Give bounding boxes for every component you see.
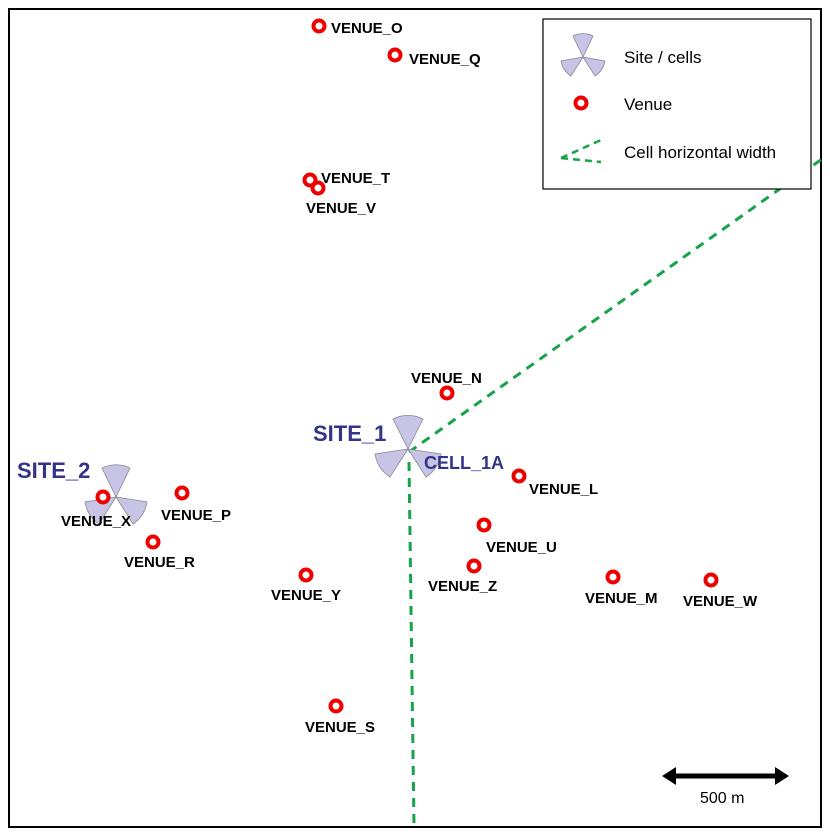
venue-marker-icon	[476, 517, 492, 533]
venue-marker-icon	[328, 698, 344, 714]
venue-l[interactable]: VENUE_L	[511, 468, 599, 499]
venue-n[interactable]: VENUE_N	[411, 370, 482, 401]
venue-label: VENUE_X	[61, 513, 131, 530]
venue-marker-icon	[703, 572, 719, 588]
legend-width-label: Cell horizontal width	[624, 143, 776, 162]
venue-marker-icon	[605, 569, 621, 585]
cell-label: CELL_1A	[424, 453, 504, 473]
cell-width-line-right	[408, 157, 823, 454]
sector-icon	[582, 56, 606, 77]
venue-u[interactable]: VENUE_U	[476, 517, 557, 557]
legend-venue-icon	[573, 95, 589, 111]
venue-marker-icon	[439, 385, 455, 401]
venue-marker-icon	[145, 534, 161, 550]
venue-m[interactable]: VENUE_M	[585, 569, 658, 608]
legend-width-line	[560, 138, 602, 160]
venue-marker-icon	[174, 485, 190, 501]
legend-width-line	[560, 156, 602, 164]
sector-icon	[392, 415, 424, 450]
sector-icon	[572, 33, 594, 58]
site-1-symbol	[374, 415, 442, 478]
venue-q[interactable]: VENUE_Q	[387, 47, 482, 69]
legend-width-icon	[560, 138, 602, 164]
venue-label: VENUE_Z	[428, 578, 497, 595]
venue-label: VENUE_S	[305, 719, 375, 736]
venue-marker-icon	[387, 47, 403, 63]
cell-width-lines	[407, 157, 823, 828]
venue-marker-icon	[310, 180, 326, 196]
scale-bar: 500 m	[662, 767, 789, 807]
venue-v[interactable]: VENUE_V	[306, 180, 376, 218]
venue-y[interactable]: VENUE_Y	[271, 567, 341, 605]
legend-site-icon	[560, 33, 606, 77]
venue-z[interactable]: VENUE_Z	[428, 558, 497, 596]
venue-marker-icon	[511, 468, 527, 484]
sector-icon	[101, 464, 131, 498]
venue-label: VENUE_V	[306, 200, 376, 217]
venue-marker-icon	[298, 567, 314, 583]
venue-r[interactable]: VENUE_R	[124, 534, 195, 572]
sector-icon	[560, 56, 584, 77]
venue-label: VENUE_T	[321, 170, 390, 187]
venue-marker-icon	[95, 489, 111, 505]
venue-marker-icon	[311, 18, 327, 34]
sector-icon	[407, 448, 442, 478]
site-label-site-2: SITE_2	[17, 458, 90, 483]
venue-label: VENUE_Y	[271, 587, 341, 604]
venue-o[interactable]: VENUE_O	[311, 18, 404, 37]
sector-icon	[374, 448, 409, 478]
scale-bar-label: 500 m	[700, 790, 744, 807]
venue-marker-icon	[466, 558, 482, 574]
venue-p[interactable]: VENUE_P	[161, 485, 231, 525]
venue-label: VENUE_O	[331, 20, 403, 37]
scale-bar-left-arrowhead	[662, 767, 676, 785]
site-2-symbol	[84, 464, 148, 525]
venue-label: VENUE_U	[486, 539, 557, 556]
venue-label: VENUE_L	[529, 481, 598, 498]
venue-t[interactable]: VENUE_T	[302, 170, 391, 188]
cell-width-line-down	[407, 461, 416, 828]
venue-label: VENUE_Q	[409, 51, 481, 68]
legend-venue-label: Venue	[624, 95, 672, 114]
scale-bar-right-arrowhead	[775, 767, 789, 785]
sector-icon	[115, 496, 148, 525]
venue-label: VENUE_P	[161, 507, 231, 524]
venue-s[interactable]: VENUE_S	[305, 698, 375, 737]
venue-label: VENUE_R	[124, 554, 195, 571]
sector-icon	[84, 496, 117, 525]
venue-label: VENUE_M	[585, 590, 658, 607]
site-label-site-1: SITE_1	[313, 421, 386, 446]
venue-label: VENUE_W	[683, 593, 758, 610]
venue-label: VENUE_N	[411, 370, 482, 387]
venue-x[interactable]: VENUE_X	[61, 489, 131, 531]
legend: Site / cells Venue Cell horizontal width	[542, 18, 812, 190]
legend-site-label: Site / cells	[624, 48, 701, 67]
venue-w[interactable]: VENUE_W	[683, 572, 758, 611]
